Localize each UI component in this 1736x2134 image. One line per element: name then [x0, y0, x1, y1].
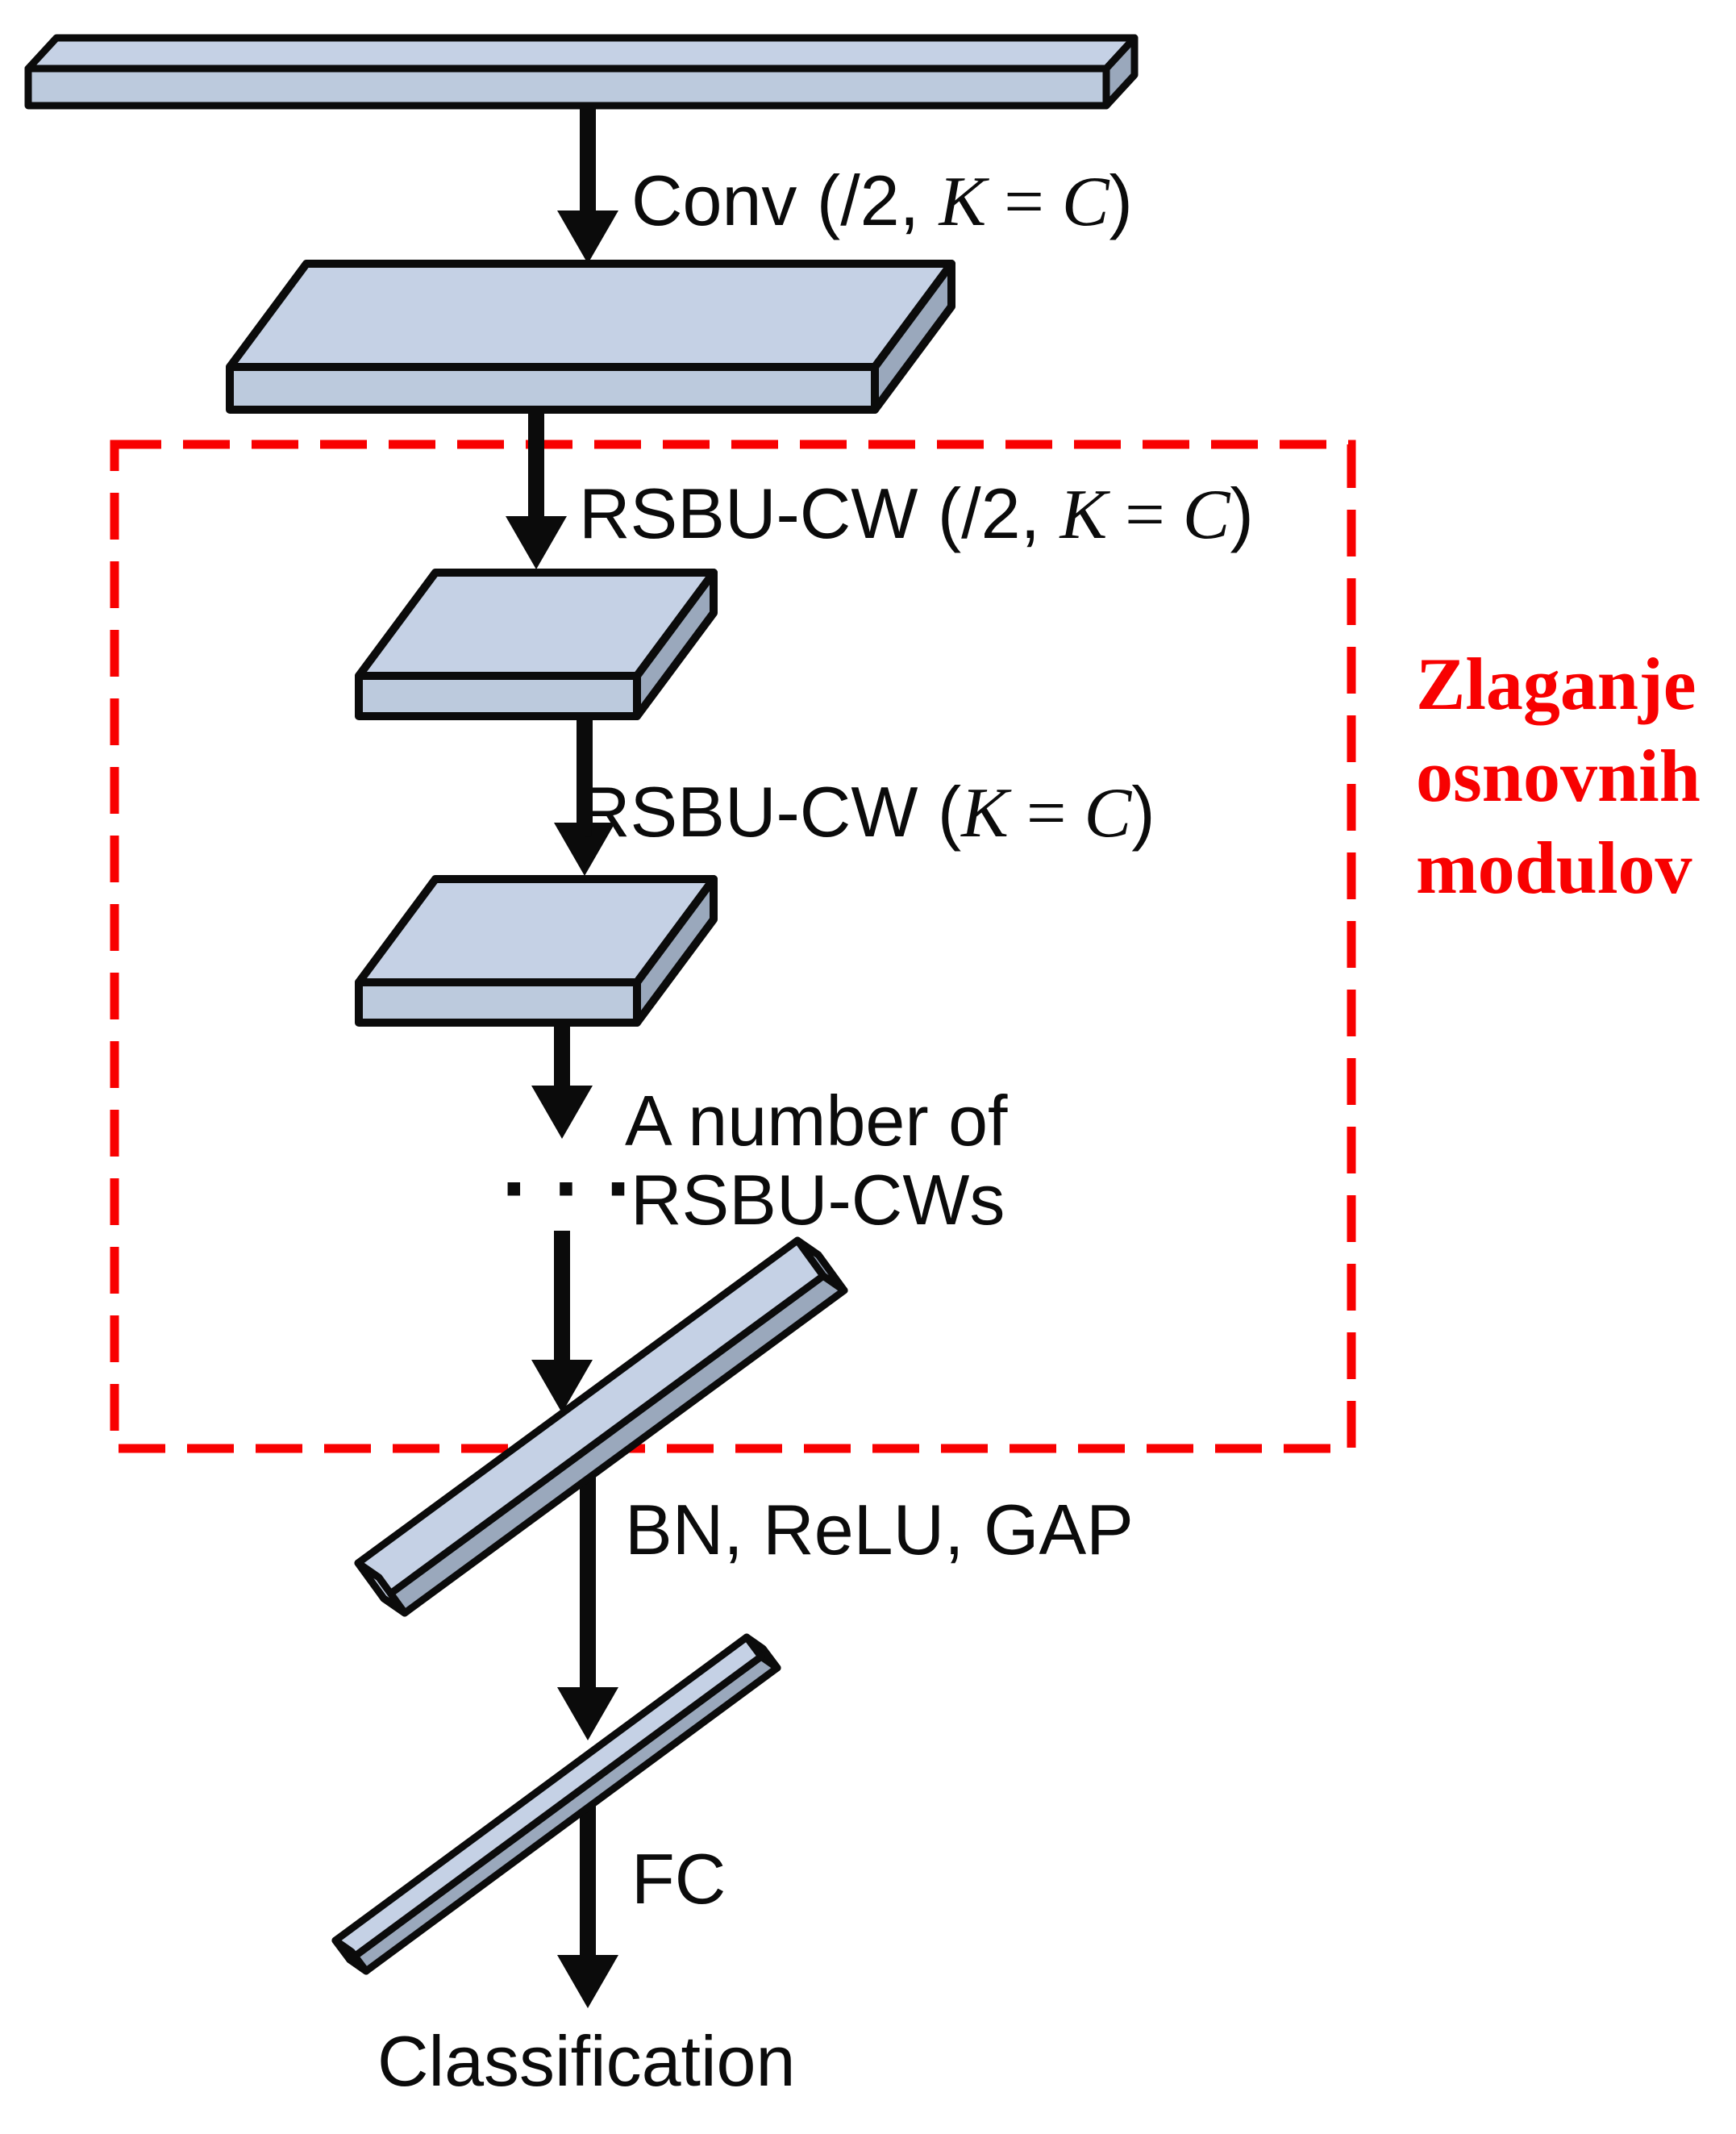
conv-arrow: [557, 106, 618, 264]
input-signal-bar-top-face: [24, 34, 1139, 73]
fc-vector-bar-low-end-face: [331, 1936, 370, 1975]
fc-vector-bar-side-face: [346, 1653, 781, 1975]
annotation-line: modulov: [1416, 827, 1692, 909]
rsbu-halve-label: RSBU-CW (/2, K = C): [579, 473, 1254, 554]
bn-relu-gap-arrow: [557, 1407, 618, 1740]
conv-label: Conv (/2, K = C): [631, 160, 1133, 241]
classification-label: Classification: [377, 2021, 796, 2101]
feature-vector-bar-low-end-face: [354, 1559, 409, 1617]
pre-gap-arrow: [531, 1231, 593, 1413]
feature-map-3-front-face: [355, 978, 641, 1027]
stack-note-line2: RSBU-CWs: [631, 1160, 1005, 1240]
feature-vector-bar: [354, 1236, 848, 1617]
feature-map-3: [355, 875, 718, 1027]
feature-map-1: [226, 260, 955, 414]
feature-map-2-front-face: [355, 672, 641, 720]
input-signal-bar: [24, 34, 1139, 110]
feature-map-2: [355, 569, 718, 720]
feature-map-1-front-face: [226, 363, 879, 414]
stack-arrow: [531, 1023, 593, 1139]
rsbu-arrow-1: [506, 410, 567, 569]
bn-relu-gap-label: BN, ReLU, GAP: [625, 1490, 1134, 1569]
fc-label: FC: [631, 1839, 726, 1919]
stack-note-line1: A number of: [625, 1081, 1008, 1161]
input-signal-bar-front-face: [24, 65, 1110, 110]
stacked-modules-annotation: Zlaganje osnovnih modulov: [1416, 638, 1701, 914]
rsbu-label: RSBU-CW (K = C): [579, 772, 1155, 852]
fc-vector-bar: [331, 1633, 781, 1975]
feature-map-1-top-face: [226, 260, 955, 371]
rsbu-arrow-2: [554, 716, 615, 876]
stacked-modules-dashed-box: [110, 440, 1356, 1453]
annotation-line: osnovnih: [1416, 735, 1701, 817]
fc-arrow: [557, 1774, 618, 2008]
annotation-line: Zlaganje: [1416, 643, 1696, 725]
ellipsis-dots: ···: [502, 1139, 658, 1238]
